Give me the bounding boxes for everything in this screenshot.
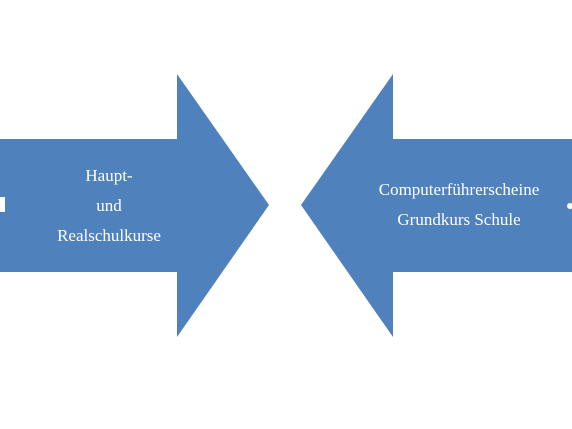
right-arrow-label-line-2: Grundkurs Schule: [397, 210, 520, 229]
left-edge-marker: [0, 197, 5, 212]
right-edge-marker: [567, 203, 572, 209]
left-arrow-label-line-1: Haupt-: [85, 166, 133, 185]
right-arrow: Computerführerscheine Grundkurs Schule: [301, 74, 572, 337]
left-arrow-label-line-3: Realschulkurse: [57, 226, 161, 245]
left-arrow: Haupt- und Realschulkurse: [0, 74, 269, 337]
left-arrow-shape: [0, 74, 269, 337]
right-arrow-shape: [301, 74, 572, 337]
left-arrow-label-line-2: und: [96, 196, 122, 215]
right-arrow-label-line-1: Computerführerscheine: [379, 180, 540, 199]
